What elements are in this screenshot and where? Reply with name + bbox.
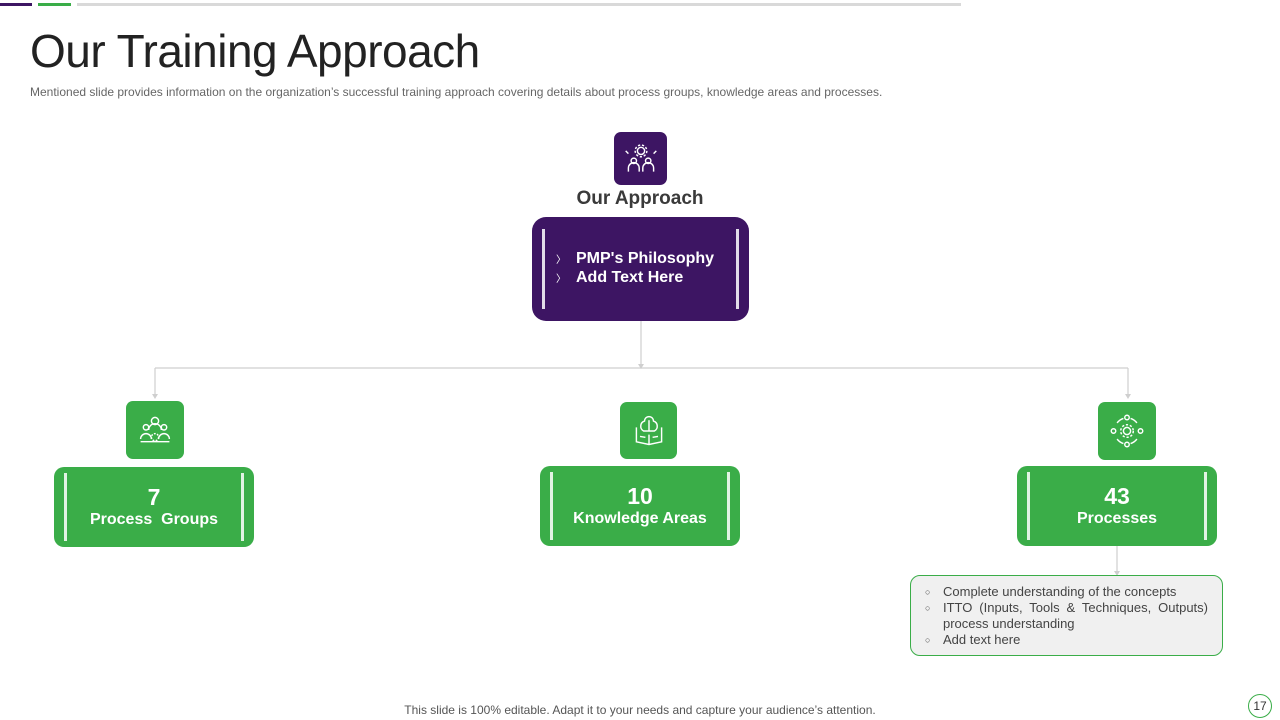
approach-heading: Our Approach: [576, 188, 704, 209]
stat-card-process-groups: 7 Process Groups: [54, 467, 254, 547]
top-accent-bar-grey: [77, 3, 961, 6]
stat-label: Processes: [1076, 510, 1158, 527]
approach-box-right-accent: [736, 229, 739, 309]
stat-card-right-accent: [1204, 472, 1207, 540]
chevron-right-icon: 〉: [556, 255, 566, 266]
knowledge-areas-icon-tile: [620, 402, 677, 459]
list-item: ○ ITTO (Inputs, Tools & Techniques, Outp…: [925, 600, 1208, 632]
process-cycle-icon: [1110, 414, 1144, 448]
top-accent-bar-green: [38, 3, 71, 6]
list-item: ○ Complete understanding of the concepts: [925, 584, 1208, 600]
stat-card-left-accent: [64, 473, 67, 541]
process-groups-icon-tile: [126, 401, 184, 459]
stat-card-processes: 43 Processes: [1017, 466, 1217, 546]
page-number: 17: [1248, 694, 1272, 718]
stat-label: Process Groups: [89, 511, 219, 528]
approach-item: 〉 Add Text Here: [556, 268, 749, 287]
stat-number: 7: [147, 484, 161, 510]
detail-text: ITTO (Inputs, Tools & Techniques, Output…: [943, 600, 1208, 631]
bullet-circle-icon: ○: [925, 587, 931, 597]
approach-box-left-accent: [542, 229, 545, 309]
top-accent-bar-purple: [0, 3, 32, 6]
approach-item-label: Add Text Here: [576, 268, 684, 286]
stat-card-right-accent: [241, 473, 244, 541]
approach-icon-tile: [614, 132, 667, 185]
bullet-circle-icon: ○: [925, 635, 931, 645]
chevron-right-icon: 〉: [556, 274, 566, 285]
detail-text: Add text here: [943, 632, 1021, 647]
stat-card-right-accent: [727, 472, 730, 540]
list-item: ○ Add text here: [925, 632, 1208, 648]
stat-label: Knowledge Areas: [573, 510, 707, 527]
slide-title: Our Training Approach: [30, 25, 480, 77]
slide-subtitle: Mentioned slide provides information on …: [30, 85, 883, 99]
stat-card-left-accent: [550, 472, 553, 540]
stat-card-knowledge-areas: 10 Knowledge Areas: [540, 466, 740, 546]
approach-box: 〉 PMP's Philosophy 〉 Add Text Here: [532, 217, 749, 321]
people-gear-icon: [139, 416, 171, 443]
processes-icon-tile: [1098, 402, 1156, 460]
approach-item: 〉 PMP's Philosophy: [556, 249, 749, 268]
detail-text: Complete understanding of the concepts: [943, 584, 1177, 599]
approach-item-label: PMP's Philosophy: [576, 249, 715, 267]
stat-card-left-accent: [1027, 472, 1030, 540]
team-gear-icon: [624, 143, 657, 172]
processes-detail-box: ○ Complete understanding of the concepts…: [910, 575, 1223, 656]
stat-number: 10: [627, 483, 653, 509]
slide-footer: This slide is 100% editable. Adapt it to…: [404, 703, 876, 717]
bullet-circle-icon: ○: [925, 603, 931, 613]
brain-book-icon: [635, 415, 662, 445]
stat-number: 43: [1104, 483, 1130, 509]
